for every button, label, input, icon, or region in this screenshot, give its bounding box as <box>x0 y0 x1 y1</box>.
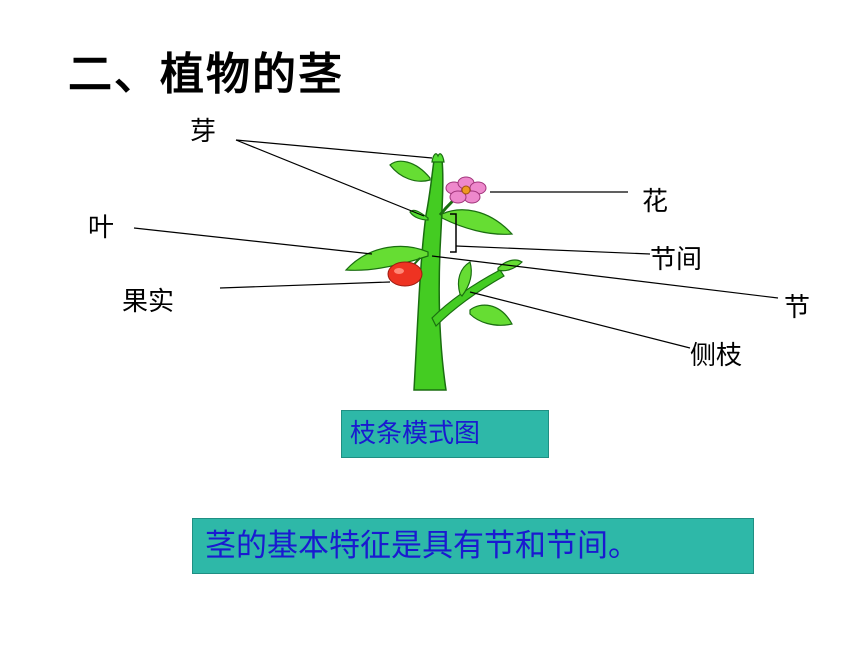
line-node <box>431 255 779 299</box>
leader-lines <box>133 139 779 349</box>
label-internode: 节间 <box>650 245 702 275</box>
line-bud-top <box>235 139 433 159</box>
leaf-top-left <box>389 160 431 182</box>
line-bud-axillary <box>235 139 425 217</box>
side-branch-shape <box>431 269 505 328</box>
leaf-side-left <box>457 261 472 297</box>
label-leaf: 叶 <box>88 213 114 243</box>
summary-box: 茎的基本特征是具有节和节间。 <box>192 518 754 574</box>
leaf-left <box>344 245 429 271</box>
terminal-bud-shape <box>431 153 445 163</box>
label-fruit: 果实 <box>122 287 174 317</box>
label-side-branch: 侧枝 <box>690 341 742 371</box>
label-node: 节 <box>784 293 810 323</box>
label-flower: 花 <box>642 187 668 217</box>
fruit <box>387 257 423 287</box>
label-bud: 芽 <box>190 117 216 147</box>
internode-bracket <box>450 213 457 253</box>
page-title: 二、植物的茎 <box>68 49 344 100</box>
diagram-caption: 枝条模式图 <box>341 410 549 458</box>
line-internode <box>455 245 651 255</box>
leaf-side-lower <box>469 304 513 326</box>
line-leaf <box>133 227 373 255</box>
line-fruit <box>219 281 391 289</box>
line-side-branch <box>469 291 691 349</box>
flower <box>445 176 487 204</box>
